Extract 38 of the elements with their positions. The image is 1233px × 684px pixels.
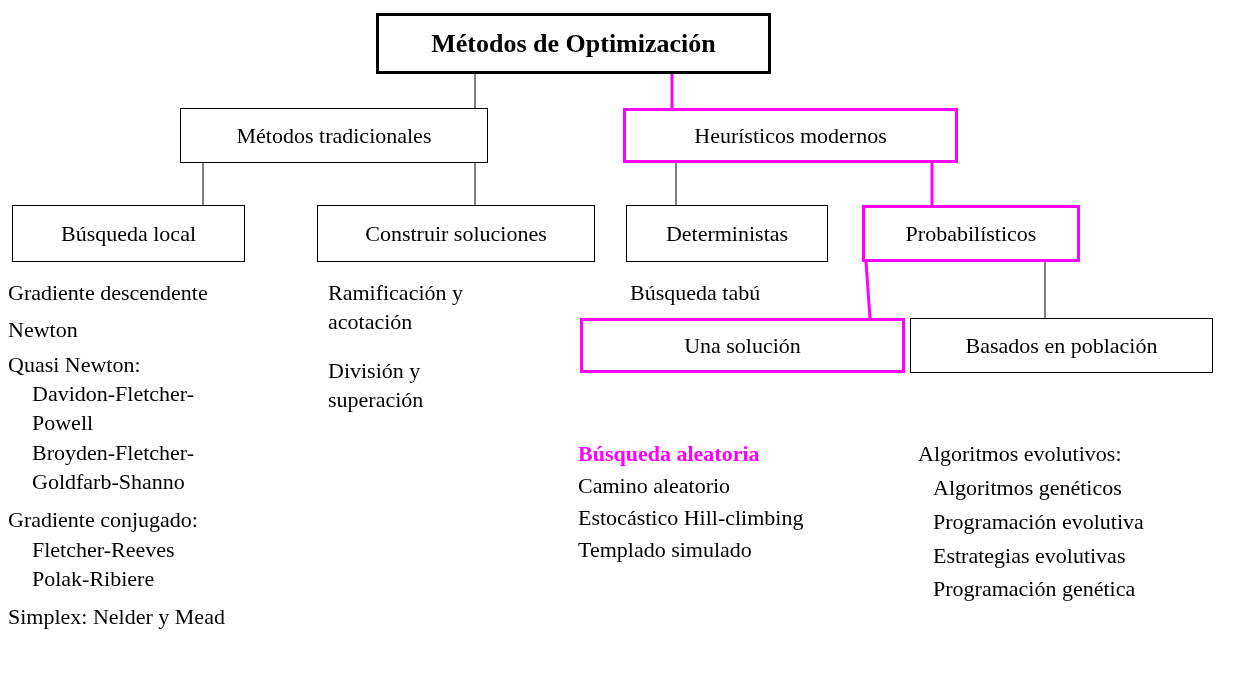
list-item: Estocástico Hill-climbing <box>578 504 805 532</box>
connector-line <box>864 261 872 319</box>
list-item: Simplex: Nelder y Mead <box>8 603 226 631</box>
list-item: Fletcher-Reeves <box>32 536 176 564</box>
connector-line <box>202 162 204 206</box>
list-item: Algoritmos genéticos <box>933 474 1123 502</box>
connector-line <box>474 73 476 109</box>
list-item: Estrategias evolutivas <box>933 542 1127 570</box>
category-box: Basados en población <box>910 318 1213 373</box>
list-item: Gradiente conjugado: <box>8 506 199 534</box>
category-box: Búsqueda local <box>12 205 245 262</box>
category-box: Deterministas <box>626 205 828 262</box>
category-box: Probabilísticos <box>862 205 1080 262</box>
list-item: Camino aleatorio <box>578 472 732 500</box>
list-item: Programación evolutiva <box>933 508 1145 536</box>
category-box: Métodos tradicionales <box>180 108 488 163</box>
category-box: Métodos de Optimización <box>376 13 771 74</box>
list-item: Quasi Newton: <box>8 351 142 379</box>
category-box: Construir soluciones <box>317 205 595 262</box>
list-item: Davidon-Fletcher-Powell <box>32 380 196 437</box>
list-item: Gradiente descendente <box>8 279 209 307</box>
connector-line <box>675 162 677 206</box>
list-item: Broyden-Fletcher-Goldfarb-Shanno <box>32 439 196 496</box>
connector-line <box>1044 261 1046 319</box>
list-item: División y superación <box>328 357 425 414</box>
list-item: Ramificación y acotación <box>328 279 464 336</box>
category-box: Una solución <box>580 318 905 373</box>
connector-line <box>474 162 476 206</box>
list-item: Polak-Ribiere <box>32 565 156 593</box>
list-item: Búsqueda aleatoria <box>578 440 761 468</box>
connector-line <box>930 163 934 205</box>
list-item: Programación genética <box>933 575 1137 603</box>
list-item: Newton <box>8 316 79 344</box>
list-item: Búsqueda tabú <box>630 279 762 307</box>
connector-line <box>670 74 674 108</box>
list-item: Templado simulado <box>578 536 753 564</box>
category-box: Heurísticos modernos <box>623 108 958 163</box>
list-item: Algoritmos evolutivos: <box>918 440 1123 468</box>
